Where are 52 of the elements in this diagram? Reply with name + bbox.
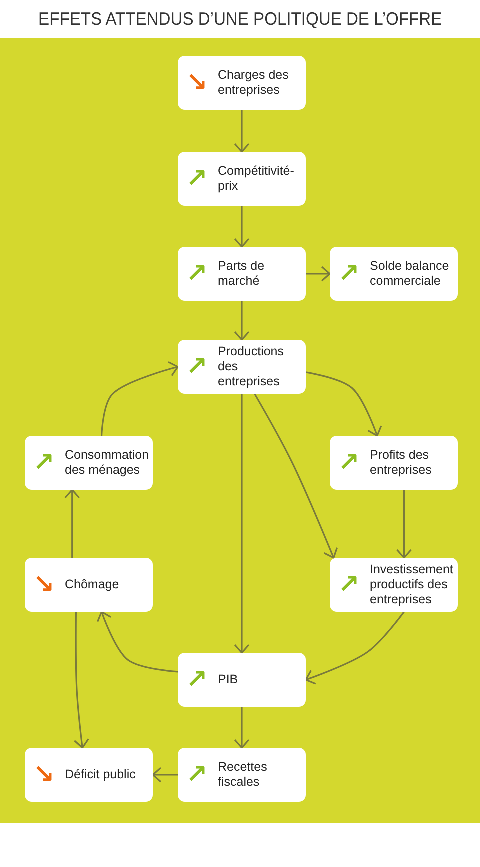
arrow: [305, 612, 405, 685]
trend-arrow-icon: ↗: [33, 449, 55, 477]
box-label: Recettes fiscales: [218, 760, 268, 790]
trend-arrow-icon: ↗: [186, 666, 208, 694]
arrow: [234, 301, 250, 341]
arrow: [101, 361, 179, 436]
trend-arrow-icon: ↗: [338, 571, 360, 599]
process-box: [178, 56, 306, 110]
process-box: [25, 558, 153, 612]
process-box: [178, 247, 306, 301]
arrow: [64, 489, 80, 558]
box-label: Consommation des ménages: [65, 448, 150, 478]
process-box: [330, 247, 458, 301]
trend-arrow-icon: ↗: [186, 353, 208, 381]
process-box: [178, 748, 306, 802]
box-label: Productions des entreprises: [218, 344, 286, 390]
trend-arrow-icon: ↘: [186, 69, 208, 97]
trend-arrow-icon: ↗: [186, 761, 208, 789]
arrow: [254, 394, 338, 559]
box-label: Profits des entreprises: [370, 448, 433, 478]
arrow: [306, 266, 331, 282]
arrow: [97, 611, 178, 673]
arrow: [234, 110, 250, 153]
process-box: [178, 340, 306, 394]
box-label: Solde balance commerciale: [370, 259, 450, 289]
process-box: [330, 436, 458, 490]
box-label: Investissement productifs des entreprises: [370, 562, 454, 608]
box-label: Déficit public: [65, 768, 137, 782]
box-label: Compétitivité-prix: [218, 164, 296, 194]
box-label: Parts de marché: [218, 259, 266, 289]
process-box: [25, 436, 153, 490]
process-box: [25, 748, 153, 802]
trend-arrow-icon: ↘: [33, 571, 55, 599]
title: EFFETS ATTENDUS D’UNE POLITIQUE DE L’OFFRE: [38, 9, 442, 30]
trend-arrow-icon: ↗: [186, 260, 208, 288]
trend-arrow-icon: ↗: [338, 260, 360, 288]
box-label: Charges des entreprises: [218, 68, 290, 98]
box-label: PIB: [218, 672, 240, 688]
box-label: Chômage: [65, 578, 120, 592]
arrow: [152, 767, 178, 783]
arrow: [396, 490, 412, 559]
arrow: [74, 612, 90, 749]
process-box: [178, 152, 306, 206]
arrow: [234, 206, 250, 248]
arrow: [306, 372, 382, 437]
arrow: [234, 394, 250, 654]
process-box: [178, 653, 306, 707]
process-box: [330, 558, 458, 612]
arrow: [234, 707, 250, 749]
trend-arrow-icon: ↗: [338, 449, 360, 477]
trend-arrow-icon: ↗: [186, 165, 208, 193]
trend-arrow-icon: ↘: [33, 761, 55, 789]
